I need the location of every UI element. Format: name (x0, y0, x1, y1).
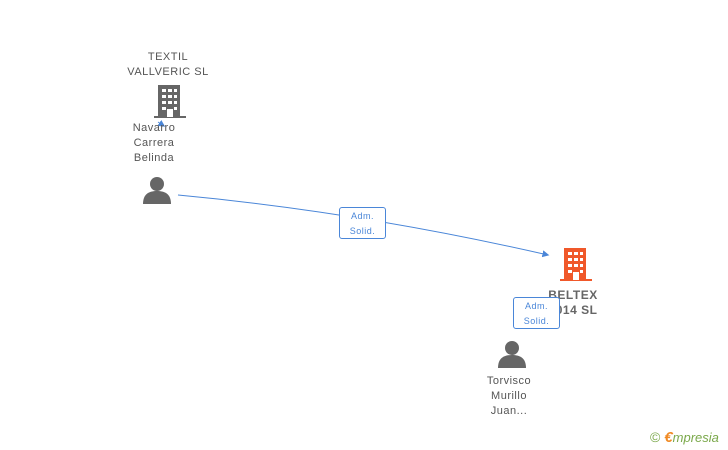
relation-label[interactable]: Adm. Solid. (513, 297, 560, 329)
company-name-line: VALLVERIC SL (127, 66, 209, 78)
copyright-symbol: © (650, 429, 661, 445)
company-label[interactable]: BELTEX 2014 SL (533, 288, 613, 318)
person-label[interactable]: Navarro Carrera Belinda (104, 121, 204, 166)
company-name-line: BELTEX (548, 288, 598, 302)
relation-label[interactable]: Adm. Solid. (339, 207, 386, 239)
relation-edge (157, 119, 166, 127)
company-label[interactable]: TEXTIL VALLVERIC SL (118, 50, 218, 80)
company-name-line: TEXTIL (147, 51, 189, 63)
person-icon[interactable] (496, 339, 528, 369)
person-name-line: Murillo (491, 390, 527, 402)
person-name-line: Belinda (133, 152, 175, 164)
brand-logo-text: mpresia (672, 430, 719, 445)
company-name-line: 2014 SL (548, 303, 598, 317)
brand-logo-initial: € (664, 429, 673, 446)
relation-line: Adm. (524, 301, 548, 311)
brand-watermark: ©€mpresia (650, 429, 719, 446)
relation-line: Solid. (349, 226, 376, 236)
person-name-line: Juan... (490, 405, 528, 417)
person-name-line: Navarro (132, 122, 176, 134)
relation-line: Adm. (350, 211, 374, 221)
person-icon[interactable] (141, 175, 173, 205)
building-icon[interactable] (559, 247, 593, 283)
person-label[interactable]: Torvisco Murillo Juan... (459, 374, 559, 419)
person-name-line: Torvisco (486, 375, 532, 387)
relation-line: Solid. (523, 316, 550, 326)
building-icon[interactable] (153, 84, 187, 120)
person-name-line: Carrera (133, 137, 175, 149)
